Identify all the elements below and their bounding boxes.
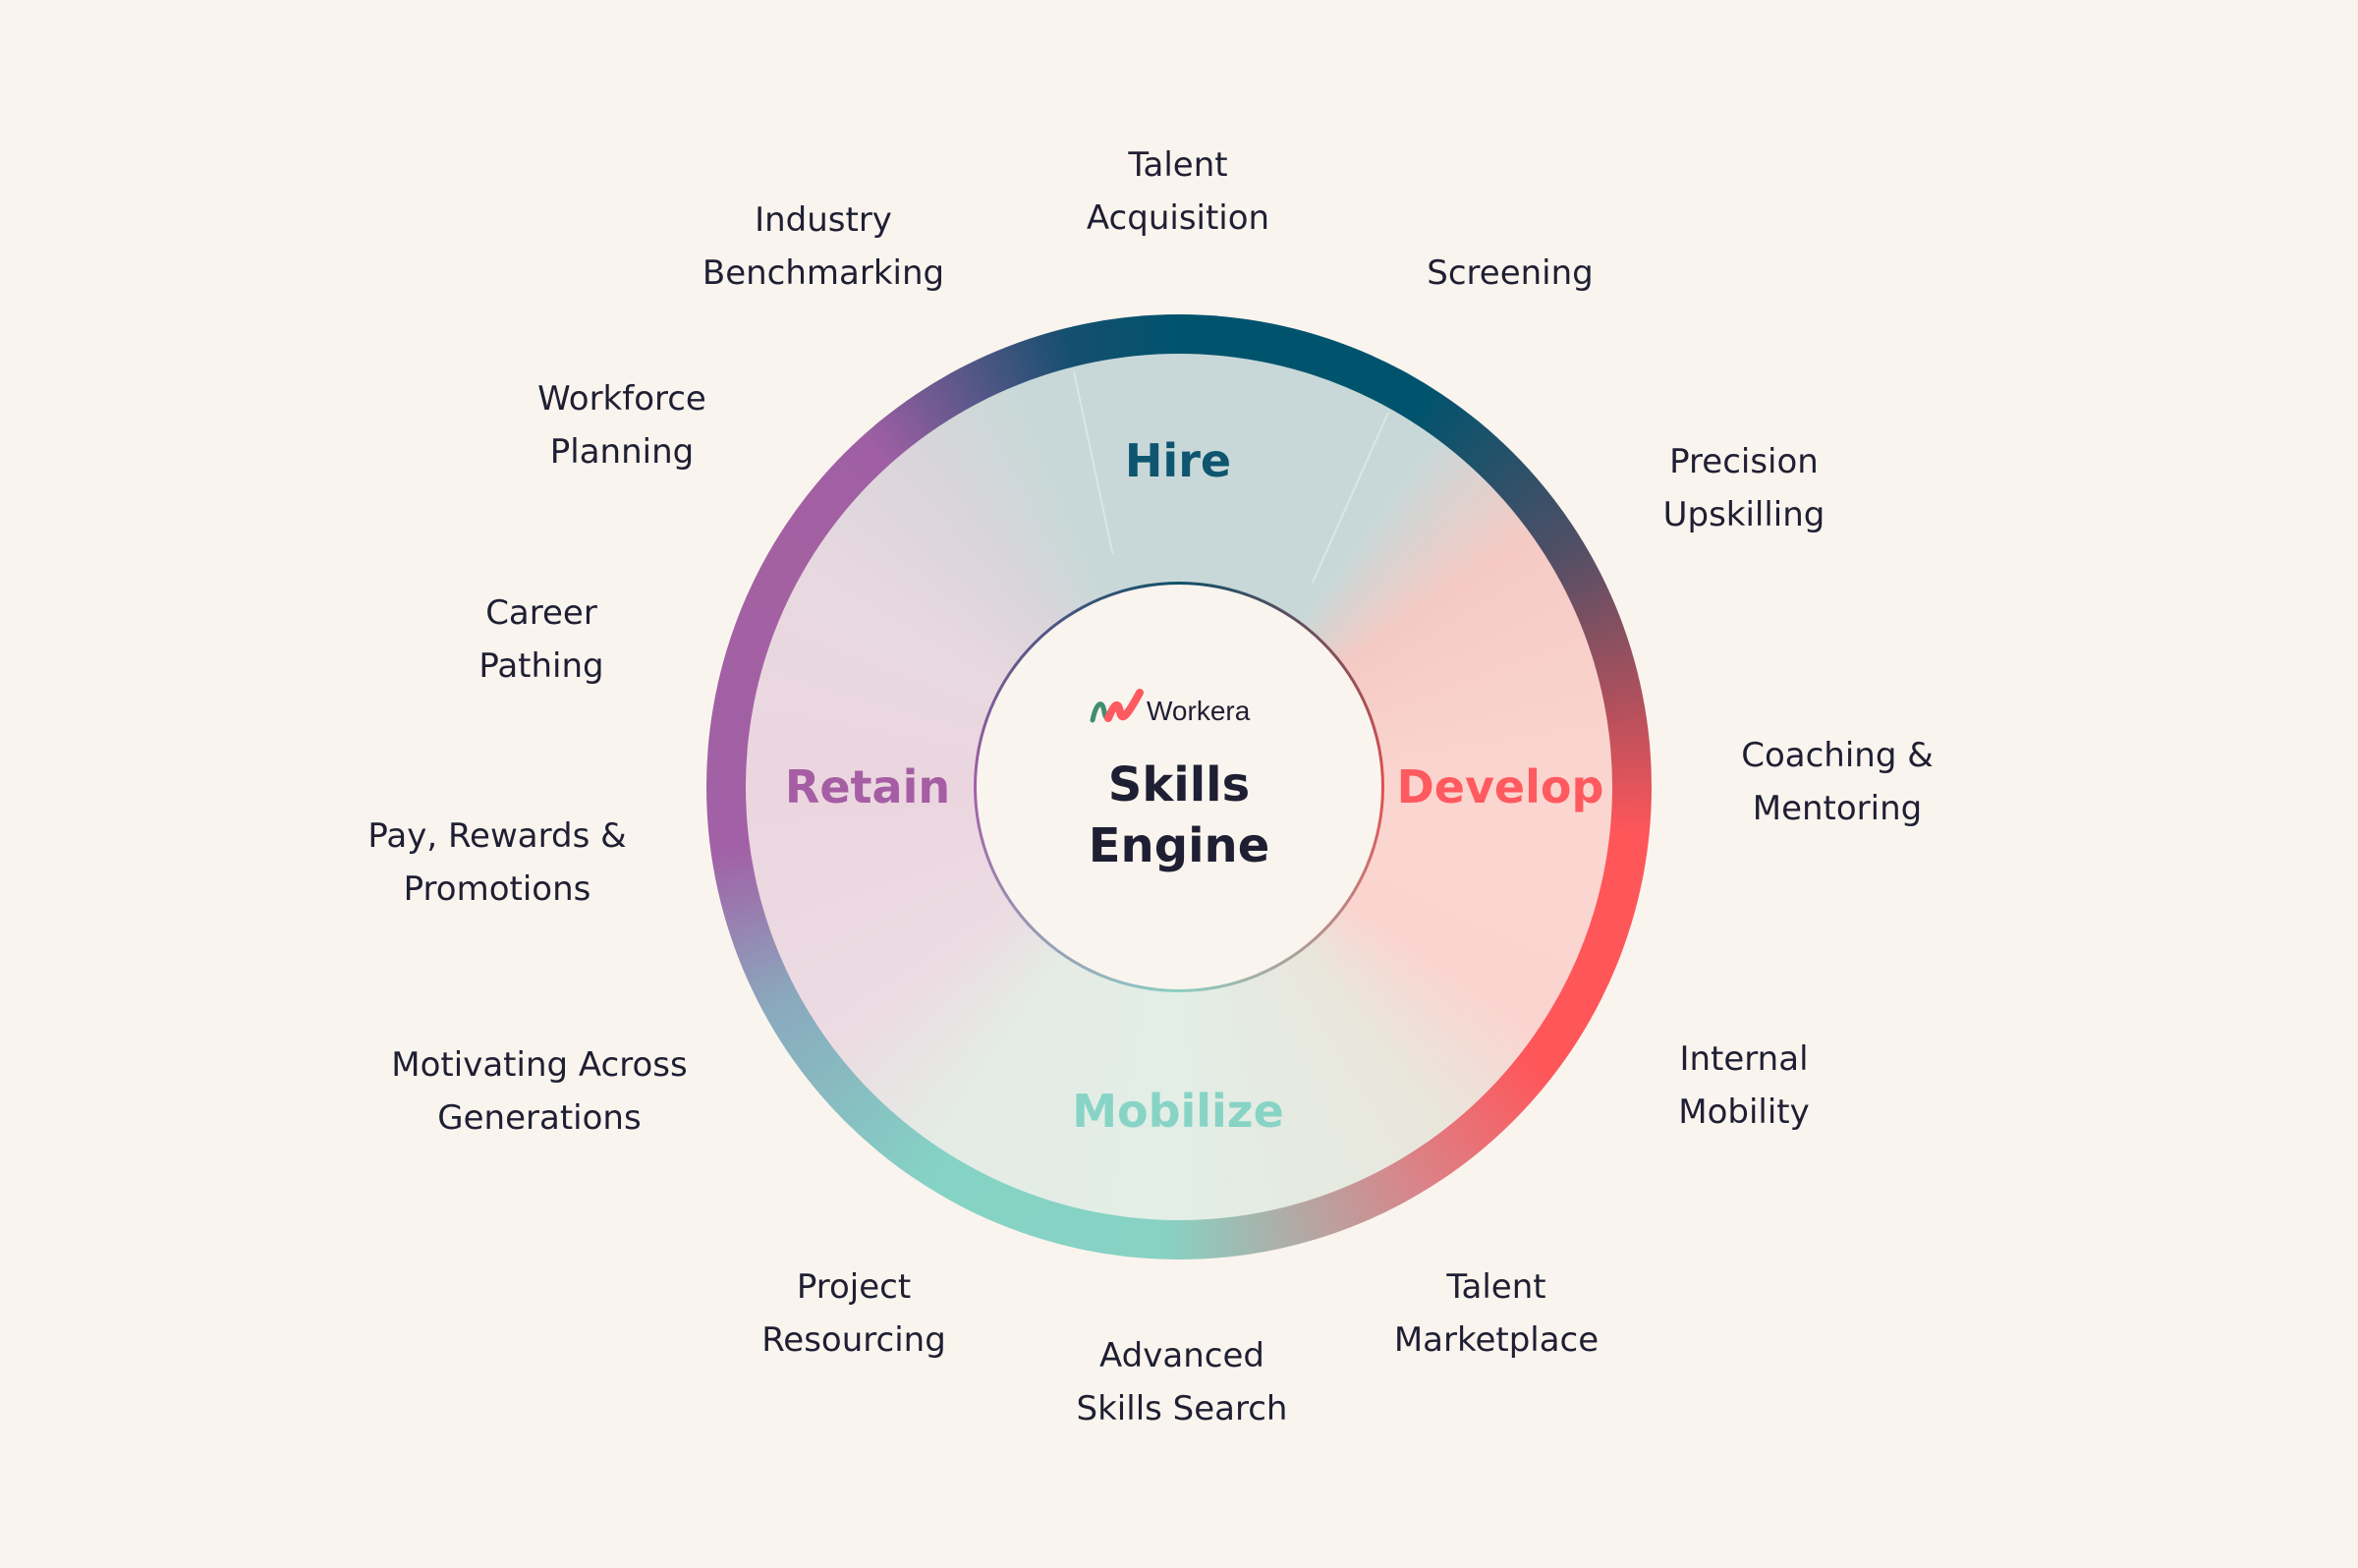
phase-develop: Develop xyxy=(1396,760,1604,813)
phase-hire: Hire xyxy=(1124,434,1232,487)
center-title-line1: Skills xyxy=(1107,757,1251,812)
label-coaching-mentoring: Coaching & Mentoring xyxy=(1741,736,1934,828)
label-industry-benchmarking: Industry Benchmarking xyxy=(702,200,945,293)
logo-wordmark: Workera xyxy=(1147,696,1251,726)
phase-retain: Retain xyxy=(784,760,951,813)
label-screening: Screening xyxy=(1427,253,1594,293)
label-pay-rewards-promotions: Pay, Rewards & Promotions xyxy=(367,816,627,909)
phase-mobilize: Mobilize xyxy=(1072,1085,1284,1138)
label-talent-acquisition: Talent Acquisition xyxy=(1086,145,1270,238)
label-career-pathing: Career Pathing xyxy=(478,593,604,686)
label-talent-marketplace: Talent Marketplace xyxy=(1393,1267,1600,1360)
label-advanced-skills-search: Advanced Skills Search xyxy=(1076,1336,1288,1428)
label-workforce-planning: Workforce Planning xyxy=(537,379,706,472)
workera-logo-icon xyxy=(1090,689,1144,723)
label-precision-upskilling: Precision Upskilling xyxy=(1662,442,1825,534)
label-internal-mobility: Internal Mobility xyxy=(1678,1039,1810,1132)
center-title: Skills Engine xyxy=(1089,755,1270,876)
label-motivating-across-generations: Motivating Across Generations xyxy=(391,1045,688,1138)
center-title-line2: Engine xyxy=(1088,818,1270,873)
hub-center xyxy=(977,585,1381,989)
label-project-resourcing: Project Resourcing xyxy=(761,1267,946,1360)
